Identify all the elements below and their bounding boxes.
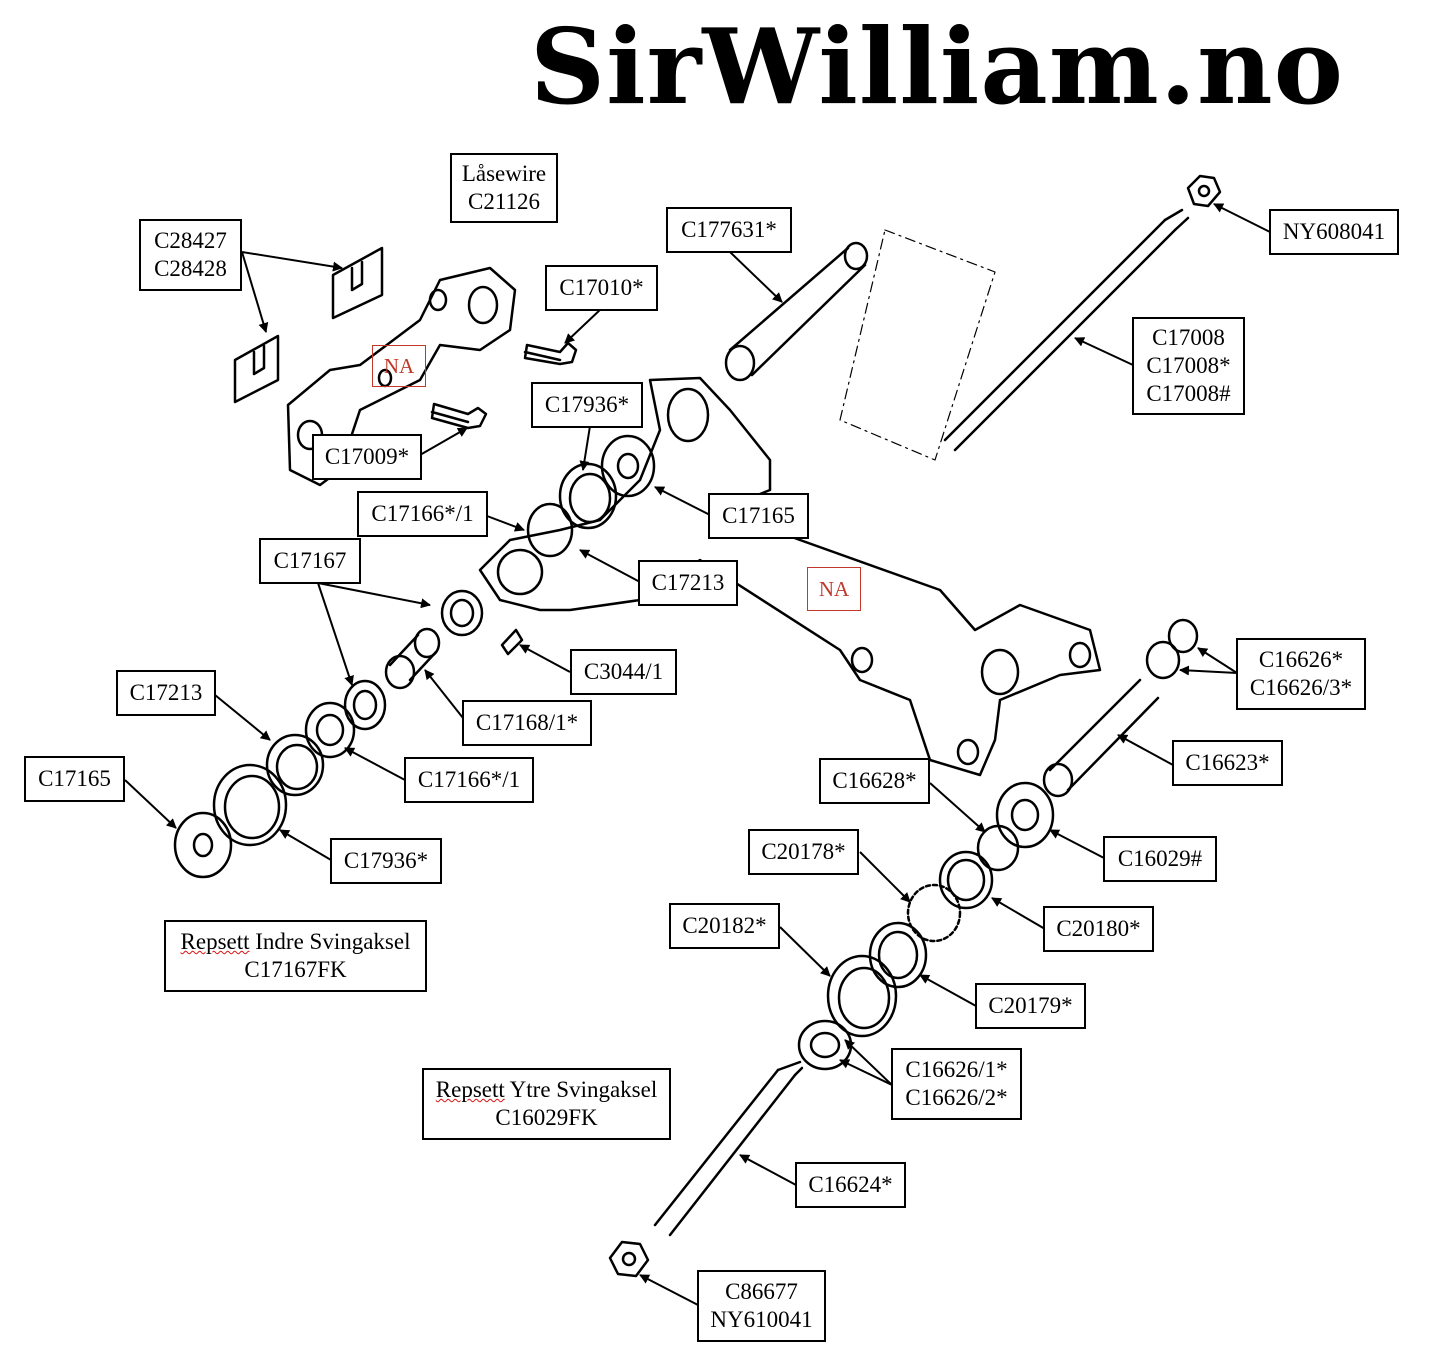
label-c177631: C177631*	[666, 207, 792, 253]
bearing-c16029	[995, 781, 1055, 849]
shim-lower	[233, 334, 280, 404]
tube-c177631	[728, 246, 867, 377]
label-c16628: C16628*	[819, 758, 930, 804]
label-ny608041: NY608041	[1269, 209, 1399, 255]
tube-c16623	[1048, 678, 1160, 792]
label-c17009: C17009*	[312, 434, 422, 480]
kit-rest: Ytre Svingaksel	[504, 1077, 658, 1102]
brand-logo: SirWilliam.no	[530, 5, 1345, 128]
label-line: C28427	[154, 228, 227, 253]
label-c17936-top: C17936*	[531, 382, 643, 428]
nut-c86677	[608, 1240, 650, 1278]
label-c17213-mid: C17213	[638, 560, 738, 606]
label-c16626: C16626* C16626/3*	[1236, 638, 1366, 710]
ring-c16628	[976, 824, 1020, 872]
bearing-c17167-low	[343, 679, 387, 731]
label-line: C17008*	[1146, 353, 1231, 378]
washer-c16626-a	[1167, 618, 1199, 654]
seal-c17166-top	[526, 502, 574, 558]
label-c17936-low: C17936*	[330, 838, 442, 884]
bolt-c17009	[430, 402, 488, 430]
stud-c16624	[653, 1068, 797, 1237]
label-c16623: C16623*	[1172, 740, 1283, 786]
label-c20182: C20182*	[669, 903, 780, 949]
label-c17010: C17010*	[545, 265, 658, 311]
kit-rest: Indre Svingaksel	[249, 929, 411, 954]
label-c17168: C17168/1*	[462, 700, 592, 746]
grease-nipple	[500, 628, 524, 656]
bolt-c17010	[523, 341, 578, 366]
nut-ny608041	[1186, 174, 1222, 208]
label-line: Låsewire	[461, 161, 547, 186]
na-badge: NA	[807, 567, 861, 611]
label-line: C16626/1*	[905, 1057, 1008, 1082]
pin-outline	[839, 229, 996, 461]
washer-c17165-top	[600, 434, 656, 498]
kit-word: Repsett	[435, 1077, 505, 1102]
label-line: C28428	[154, 256, 227, 281]
label-c3044: C3044/1	[570, 649, 677, 695]
label-line: C16626*	[1258, 647, 1344, 672]
label-c20178: C20178*	[748, 829, 859, 875]
label-c17008: C17008 C17008* C17008#	[1132, 317, 1245, 415]
kit-code: C16029FK	[495, 1105, 598, 1130]
label-line: NY610041	[710, 1307, 813, 1332]
label-line: C86677	[725, 1279, 798, 1304]
ring-c20179	[868, 921, 928, 989]
label-line: C17008	[1152, 325, 1225, 350]
label-c28427: C28427 C28428	[139, 219, 242, 291]
cage-c20178	[906, 883, 962, 943]
label-c86677: C86677 NY610041	[697, 1270, 826, 1342]
label-laasewire: Låsewire C21126	[450, 153, 558, 223]
kit-title: Repsett Ytre Svingaksel	[436, 1076, 657, 1104]
na-badge: NA	[372, 345, 426, 387]
rod-c17008	[943, 218, 1177, 452]
label-c17166-top: C17166*/1	[357, 491, 488, 537]
label-line: C16626/3*	[1249, 675, 1353, 700]
label-c20179: C20179*	[975, 983, 1086, 1029]
ring-c17936-low	[212, 763, 288, 847]
kit-outer-svingaksel: Repsett Ytre Svingaksel C16029FK	[422, 1068, 671, 1140]
shim-upper	[331, 246, 384, 320]
label-c17165-left: C17165	[24, 756, 125, 802]
label-line: C21126	[468, 189, 540, 214]
label-c16029: C16029#	[1103, 836, 1217, 882]
seal-c17166-low	[304, 701, 356, 759]
bearing-c17167-top	[440, 589, 484, 637]
washer-c16626-b	[1145, 640, 1181, 680]
kit-code: C17167FK	[244, 957, 347, 982]
kit-word: Repsett	[180, 929, 250, 954]
ring-c20182	[826, 954, 898, 1038]
kit-title: Repsett Indre Svingaksel	[181, 928, 411, 956]
label-c20180: C20180*	[1043, 906, 1154, 952]
label-c17166-low: C17166*/1	[404, 757, 534, 803]
washer-c17165-left	[173, 811, 233, 879]
label-c16624: C16624*	[795, 1162, 906, 1208]
label-c17213-left: C17213	[116, 670, 216, 716]
ring-c17213-left	[265, 733, 325, 797]
kit-inner-svingaksel: Repsett Indre Svingaksel C17167FK	[164, 920, 427, 992]
ring-c20180	[938, 850, 994, 910]
label-line: C16626/2*	[905, 1085, 1008, 1110]
label-line: C17008#	[1146, 381, 1231, 406]
label-c16626-12: C16626/1* C16626/2*	[891, 1048, 1022, 1120]
label-c17165-top: C17165	[708, 493, 809, 539]
label-c17167: C17167	[259, 538, 361, 584]
